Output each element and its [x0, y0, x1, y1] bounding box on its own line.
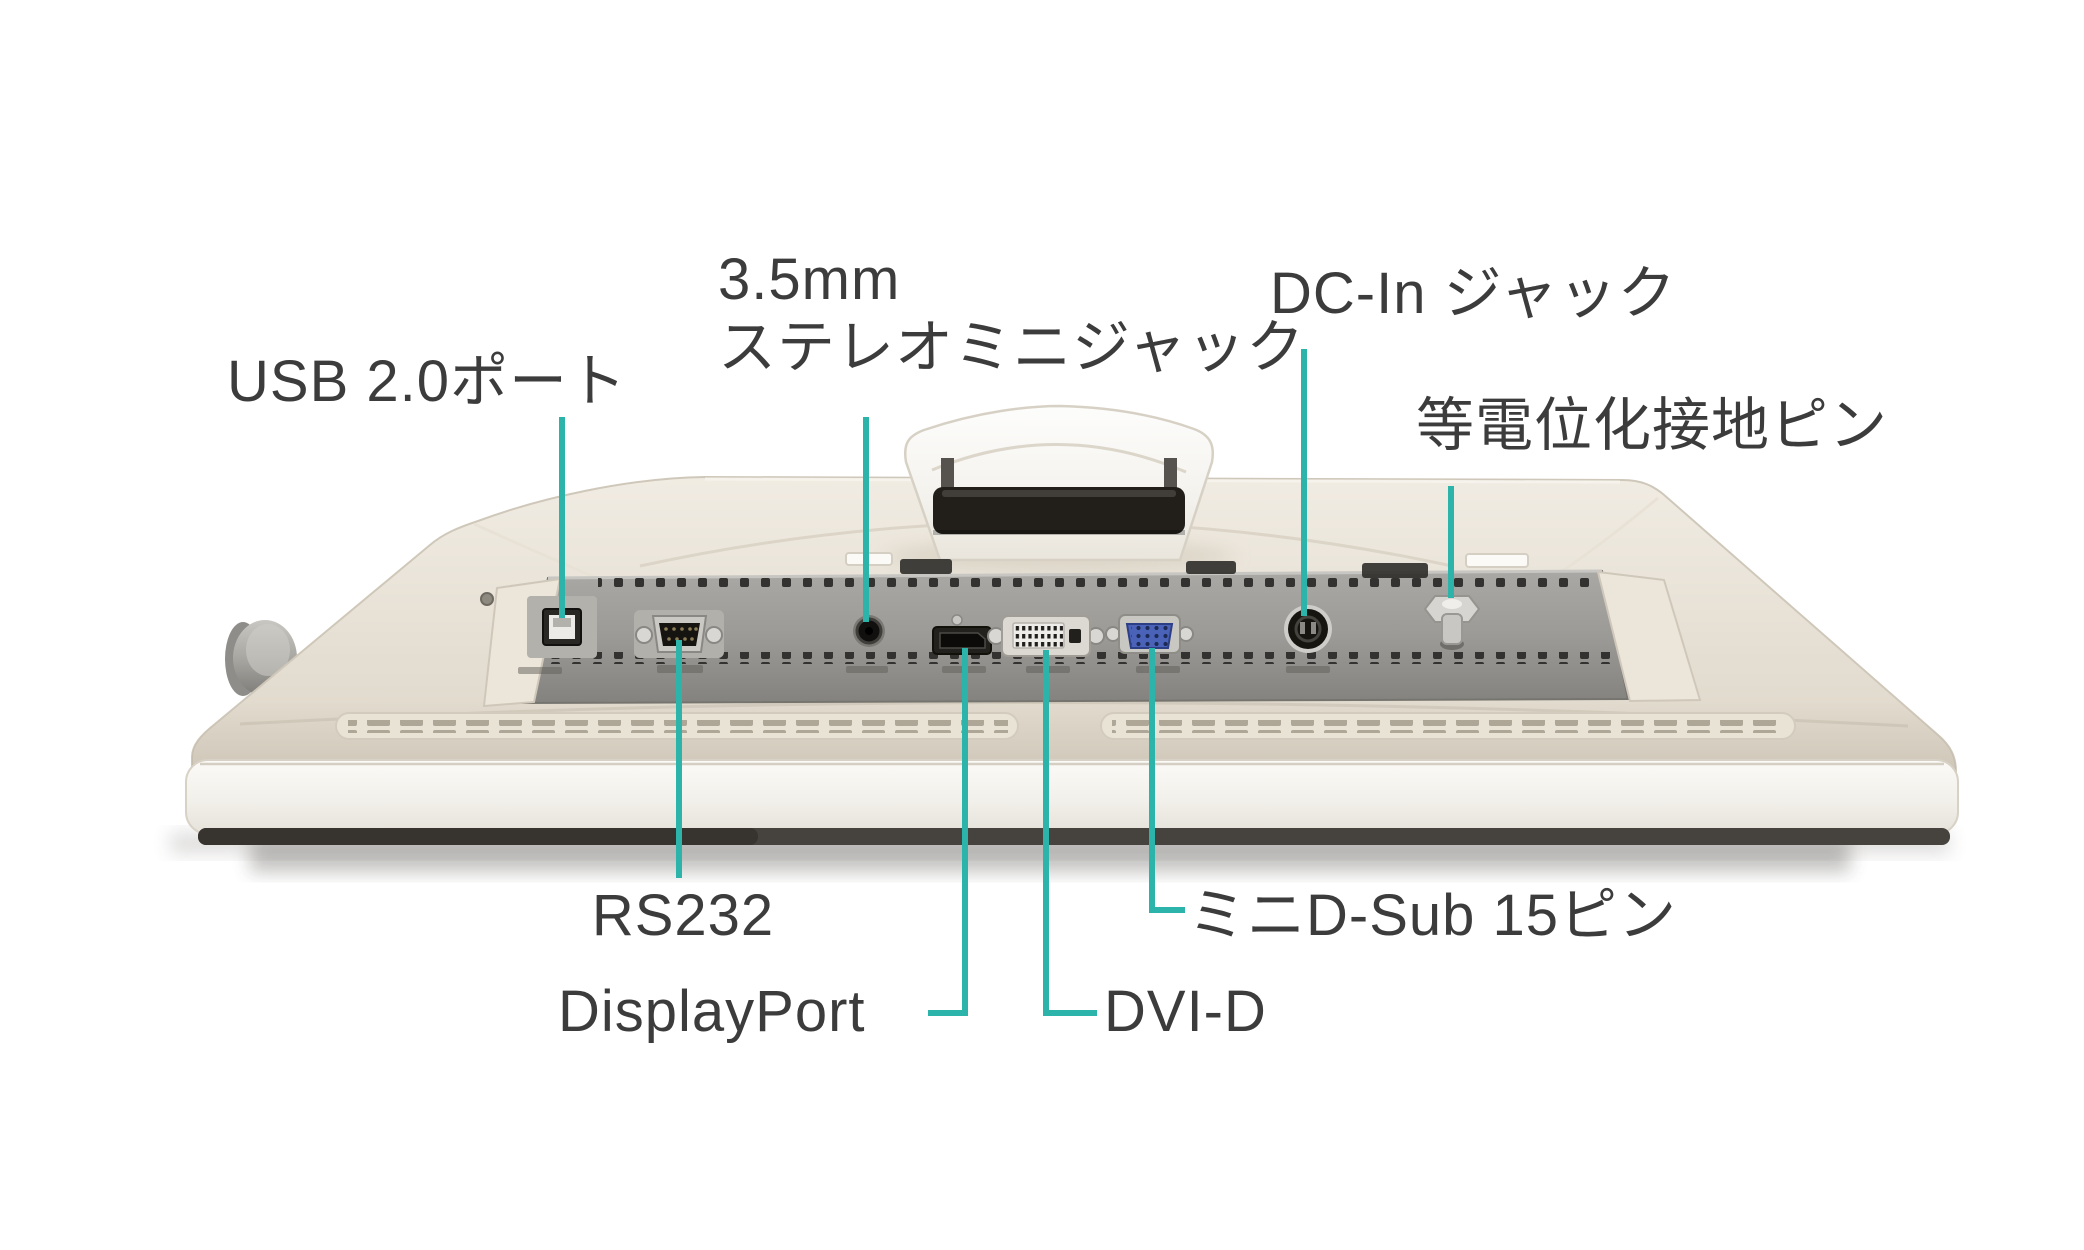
- dvi-d-port: [987, 615, 1105, 657]
- leader-lines: [559, 349, 1454, 1016]
- rs232-port: [634, 610, 724, 658]
- vent-perforation-top: [598, 578, 1596, 590]
- panel-ridge-right: [1596, 570, 1702, 703]
- label-audio-line2: ステレオミニジャック: [718, 315, 1306, 381]
- grounding-pin: [1423, 595, 1481, 650]
- dc-in-jack: [1284, 605, 1332, 653]
- label-mini-d-sub: ミニD-Sub 15ピン: [1188, 883, 1678, 948]
- label-rs232-port: RS232: [591, 883, 775, 948]
- stand-clip-right: [1164, 458, 1177, 492]
- vent-perforation-bottom: [532, 652, 1618, 664]
- stand-clip-left: [941, 458, 954, 492]
- leader-line-displayport: [928, 648, 968, 1016]
- label-audio-line1: 3.5mm: [718, 247, 901, 312]
- displayport-port: [932, 614, 992, 655]
- label-grounding-pin: 等電位化接地ピン: [1416, 393, 1889, 458]
- label-dc-in-jack: DC-In ジャック: [1270, 261, 1677, 326]
- label-audio-jack: 3.5mm ステレオミニジャック: [718, 246, 1305, 383]
- stand-mount: [885, 404, 1235, 572]
- label-usb-port: USB 2.0ポート: [227, 349, 627, 414]
- leader-line-mini-d-sub: [1149, 648, 1185, 913]
- leader-line-dvi: [1043, 650, 1097, 1016]
- stand-handle-slot: [933, 487, 1185, 534]
- mini-d-sub-15pin-port: [1105, 614, 1194, 654]
- label-displayport: DisplayPort: [558, 979, 866, 1044]
- screw-hole-left: [480, 592, 494, 606]
- label-dvi-d-port: DVI-D: [1104, 979, 1267, 1044]
- front-bezel-edge: [185, 759, 1959, 845]
